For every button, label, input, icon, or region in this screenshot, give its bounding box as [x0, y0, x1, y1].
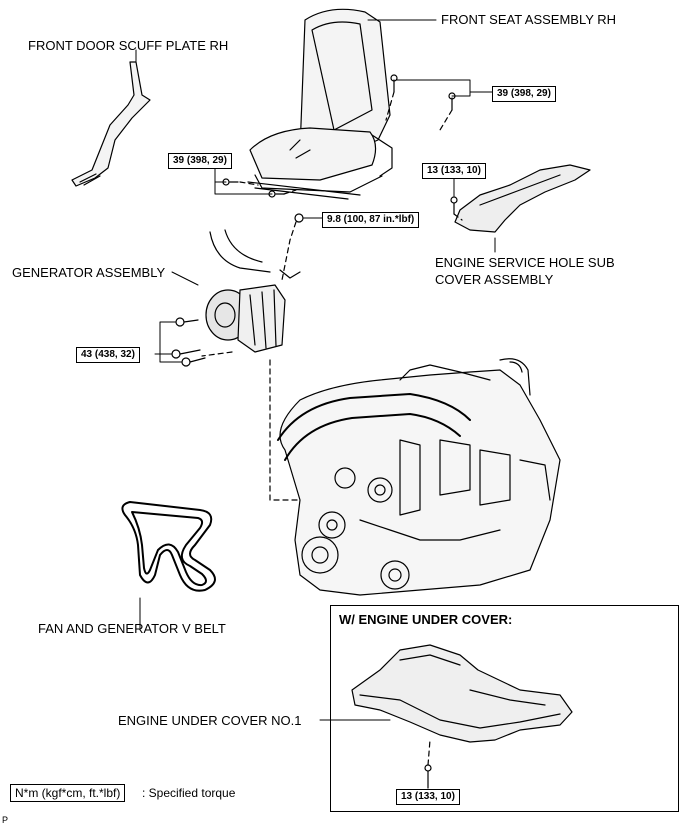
- torque-seat-right: 39 (398, 29): [492, 86, 556, 102]
- torque-under-cover: 13 (133, 10): [396, 789, 460, 805]
- torque-service-cover: 13 (133, 10): [422, 163, 486, 179]
- v-belt-drawing: [121, 501, 216, 592]
- front-seat-drawing: [247, 8, 393, 200]
- guide-lines: [201, 91, 463, 766]
- engine-under-cover-label: ENGINE UNDER COVER NO.1: [118, 713, 302, 728]
- torque-legend-text: : Specified torque: [142, 786, 236, 800]
- under-cover-inset: W/ ENGINE UNDER COVER:: [330, 605, 679, 812]
- inset-title: W/ ENGINE UNDER COVER:: [339, 612, 513, 627]
- page-code: P: [2, 815, 9, 825]
- engine-service-cover-label-2: COVER ASSEMBLY: [435, 272, 554, 287]
- torque-legend-box: N*m (kgf*cm, ft.*lbf): [10, 784, 126, 802]
- fan-belt-label: FAN AND GENERATOR V BELT: [38, 621, 226, 636]
- torque-generator-bolts: 43 (438, 32): [76, 347, 140, 363]
- engine-drawing: [277, 358, 561, 596]
- generator-drawing: [171, 229, 301, 367]
- engine-service-cover-label-1: ENGINE SERVICE HOLE SUB: [435, 255, 615, 270]
- leader-lines: [135, 19, 496, 721]
- torque-generator-nut: 9.8 (100, 87 in.*lbf): [322, 212, 420, 228]
- front-door-scuff-label: FRONT DOOR SCUFF PLATE RH: [28, 38, 229, 53]
- front-seat-label: FRONT SEAT ASSEMBLY RH: [441, 12, 617, 27]
- scuff-plate-drawing: [71, 61, 151, 187]
- generator-label: GENERATOR ASSEMBLY: [12, 265, 166, 280]
- torque-seat-left: 39 (398, 29): [168, 153, 232, 169]
- under-cover-drawing: [351, 644, 573, 789]
- service-cover-drawing: [450, 164, 591, 233]
